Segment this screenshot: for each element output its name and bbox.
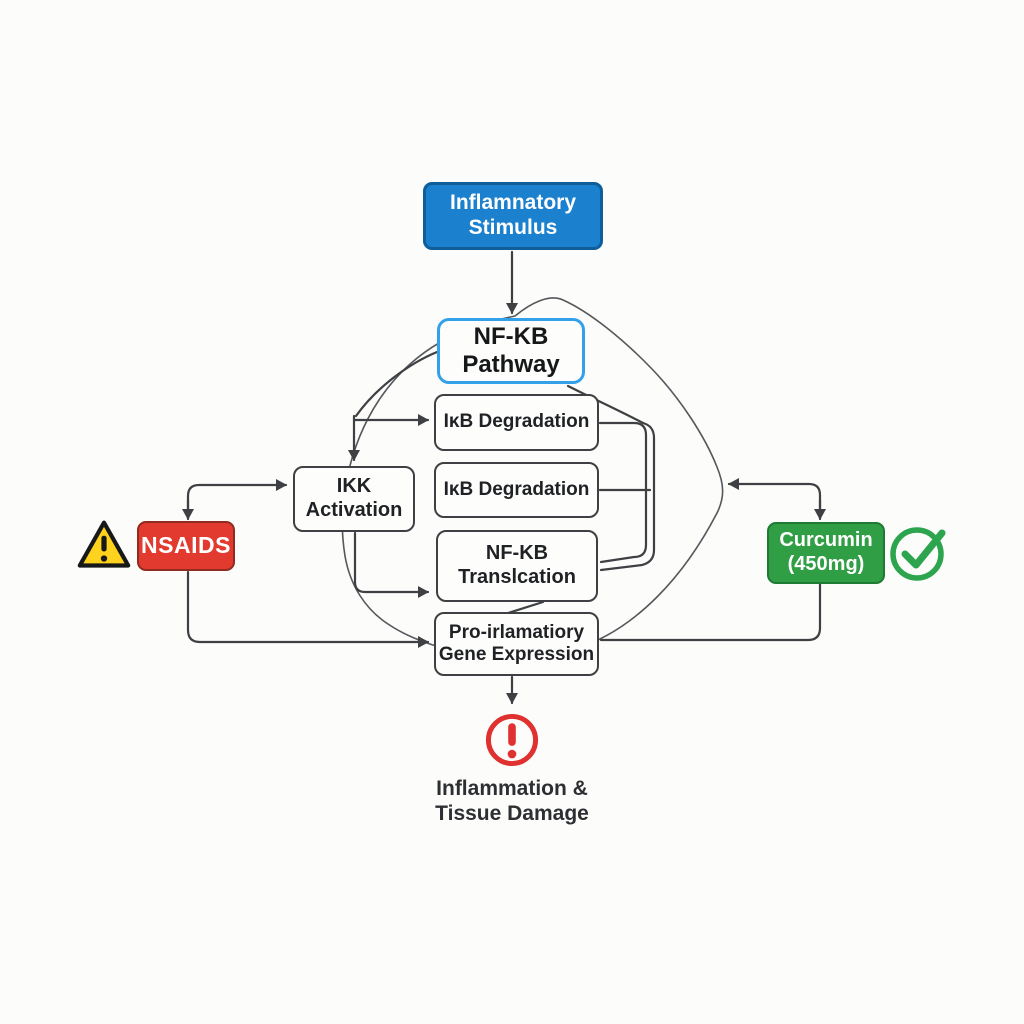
arrow-elbow-to-blob (727, 478, 822, 514)
node-label: Translcation (458, 566, 576, 588)
node-label: (450mg) (787, 553, 865, 575)
outcome-caption: Inflammation & Tissue Damage (402, 776, 622, 826)
arrow-elbow-to-ikk (186, 479, 288, 514)
node-label: Curcumin (779, 529, 873, 552)
line-ikb1-to-translocation-rail (598, 421, 648, 564)
outcome-line: Inflammation & (436, 777, 588, 800)
node-label: IκB Degradation (443, 411, 590, 433)
arrow-nsaids-to-gene (186, 570, 430, 648)
node-label: Inflamnatory (449, 191, 577, 215)
node-label: NF-KB (485, 542, 549, 565)
warning-icon (76, 518, 132, 572)
line-pathway-to-right-rail (566, 384, 645, 425)
node-label: Pro-irlamatiory (448, 621, 585, 643)
node-ikb-degradation-1: IκB Degradation (434, 394, 599, 451)
node-gene-expression: Pro-irlamatiory Gene Expression (434, 612, 599, 676)
check-circle-icon (888, 521, 952, 585)
node-label: NSAIDS (141, 532, 231, 559)
node-label: Stimulus (468, 216, 558, 239)
line-pathway-to-left-junction (354, 350, 439, 418)
line-curcumin-to-gene (599, 582, 822, 642)
node-ikk-activation: IKK Activation (293, 466, 415, 532)
node-label: IκB Degradation (443, 478, 590, 500)
node-nfkb-pathway: NF-KB Pathway (437, 318, 585, 384)
node-ikb-degradation-2: IκB Degradation (434, 462, 599, 518)
node-nfkb-translocation: NF-KB Translcation (436, 530, 598, 602)
line-pathway-rail-to-translocation (599, 421, 656, 572)
node-label: IKK (336, 475, 372, 498)
node-label: Activation (305, 499, 403, 521)
node-curcumin: Curcumin (450mg) (767, 522, 885, 584)
node-inflammatory-stimulus: Inflamnatory Stimulus (423, 182, 603, 250)
alert-circle-icon (483, 711, 541, 769)
node-label: Pathway (462, 351, 560, 378)
node-nsaids: NSAIDS (137, 521, 235, 571)
arrow-ikk-to-translocation (353, 531, 430, 598)
outcome-line: Tissue Damage (435, 802, 589, 826)
node-label: Gene Expression (438, 644, 595, 665)
node-label: NF-KB (473, 322, 549, 350)
